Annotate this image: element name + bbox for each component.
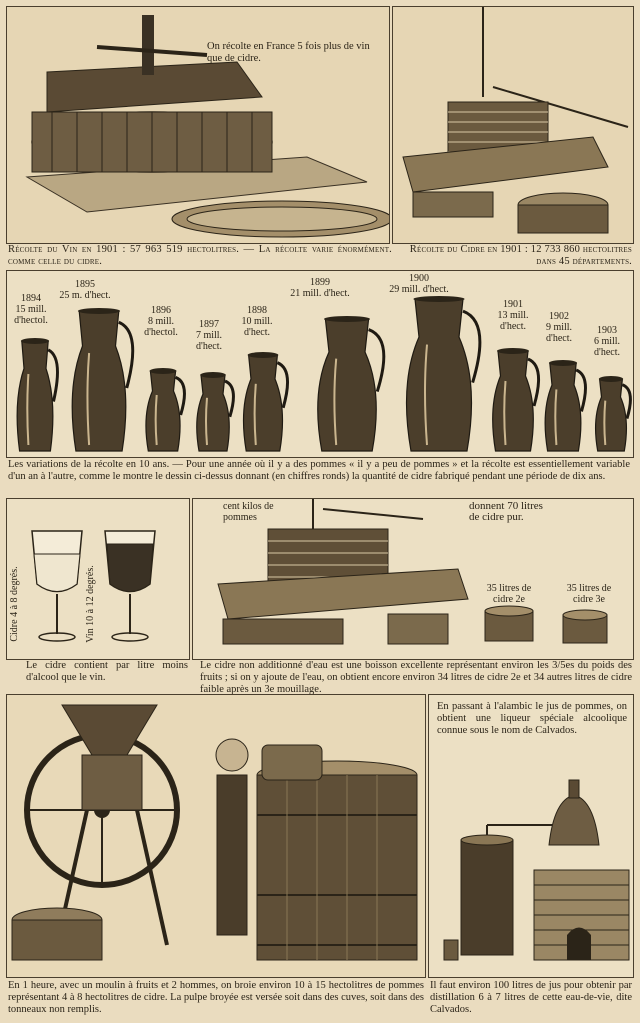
jug-1897 (196, 372, 235, 452)
wine-vs-cider-note: On récolte en France 5 fois plus de vin … (207, 41, 370, 64)
cider-press-panel (392, 6, 634, 244)
cider-glass-label: Cidre 4 à 8 degrés. (9, 566, 20, 642)
calvados-note: En passant à l'alambic le jus de pommes,… (437, 701, 627, 736)
fruit-mill-panel (6, 694, 426, 978)
jug-1896 (145, 368, 186, 452)
apples-weight-label: cent kilos de pommes (223, 501, 274, 523)
wine-glass-label: Vin 10 à 12 degrés. (85, 565, 96, 643)
calvados-distillation-caption: Il faut environ 100 litres de jus pour o… (430, 980, 632, 1015)
jugs-caption: Les variations de la récolte en 10 ans. … (8, 459, 630, 482)
fruit-mill-illustration (7, 695, 425, 977)
jugs-illustration (7, 271, 633, 457)
jug-1902 (544, 360, 587, 452)
glasses-caption: Le cidre contient par litre moins d'alco… (26, 660, 188, 683)
press-yield-caption: Le cidre non additionné d'eau est une bo… (200, 660, 632, 695)
cider-harvest-caption: Récolte du Cidre en 1901 : 12 733 860 he… (409, 244, 632, 267)
still-illustration (429, 695, 633, 977)
fruit-mill-caption: En 1 heure, avec un moulin à fruits et 2… (8, 980, 424, 1015)
wine-press-illustration (7, 7, 389, 243)
jug-1895 (71, 308, 135, 452)
wine-harvest-caption: Récolte du Vin en 1901 : 57 963 519 hect… (8, 244, 392, 267)
wine-press-panel: On récolte en France 5 fois plus de vin … (6, 6, 390, 244)
jug-1899 (317, 316, 386, 452)
glasses-illustration (7, 499, 189, 659)
cider-press-illustration (393, 7, 633, 243)
jug-1898 (242, 352, 290, 452)
jug-1901 (492, 348, 541, 452)
yield-press-illustration (193, 499, 633, 659)
glasses-panel: Cidre 4 à 8 degrés. Vin 10 à 12 degrés. (6, 498, 190, 660)
jug-1903 (594, 376, 632, 452)
third-cider-label: 35 litres de cidre 3e (566, 583, 612, 605)
jug-1900 (405, 296, 482, 452)
still-panel: En passant à l'alambic le jus de pommes,… (428, 694, 634, 978)
yield-press-panel: cent kilos de pommes donnent 70 litres d… (192, 498, 634, 660)
jug-1894 (16, 338, 59, 452)
pure-cider-label: donnent 70 litres de cidre pur. (469, 500, 543, 523)
second-cider-label: 35 litres de cidre 2e (486, 583, 532, 605)
